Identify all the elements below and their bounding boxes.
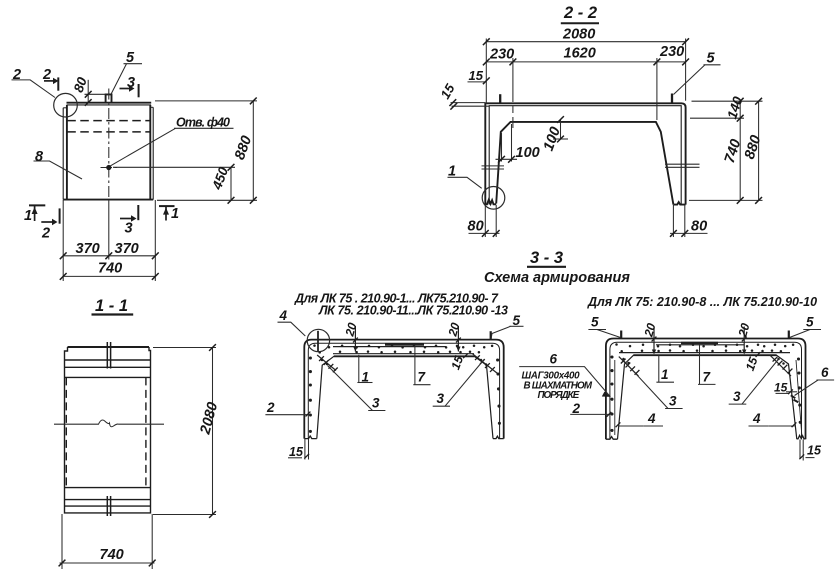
svg-text:8: 8 <box>35 149 44 165</box>
svg-text:5: 5 <box>126 50 135 66</box>
svg-text:4: 4 <box>752 411 761 426</box>
svg-text:3: 3 <box>372 396 380 411</box>
svg-text:Для ЛК 75: 210.90-8 ... ЛК 7: Для ЛК 75: 210.90-8 ... ЛК 75.210.90-10 <box>587 295 817 309</box>
svg-text:5: 5 <box>806 315 814 330</box>
svg-text:5: 5 <box>513 313 521 328</box>
svg-text:15: 15 <box>774 381 788 395</box>
svg-text:Отв. ф40: Отв. ф40 <box>176 116 230 130</box>
svg-text:880: 880 <box>742 133 765 161</box>
svg-text:3: 3 <box>669 394 677 409</box>
svg-text:230: 230 <box>489 47 514 63</box>
svg-text:6: 6 <box>821 365 829 380</box>
svg-text:20: 20 <box>342 321 359 339</box>
svg-text:80: 80 <box>468 219 484 235</box>
svg-text:20: 20 <box>641 321 658 339</box>
svg-text:Для ЛК 75 . 210.90-1... ЛК75.2: Для ЛК 75 . 210.90-1... ЛК75.210.90- 7 <box>294 292 499 306</box>
svg-text:15: 15 <box>743 355 761 373</box>
svg-text:7: 7 <box>703 370 712 385</box>
svg-text:740: 740 <box>722 137 745 165</box>
svg-text:2: 2 <box>41 226 50 242</box>
svg-text:1: 1 <box>24 208 32 224</box>
svg-text:3: 3 <box>125 221 133 237</box>
svg-text:2: 2 <box>266 400 275 415</box>
svg-text:2: 2 <box>12 67 21 83</box>
svg-text:1620: 1620 <box>564 46 596 62</box>
svg-text:1: 1 <box>448 164 456 180</box>
svg-text:ЛК 75. 210.90-11...ЛК 75.210.: ЛК 75. 210.90-11...ЛК 75.210.90 -13 <box>318 304 508 318</box>
svg-text:6: 6 <box>550 352 558 367</box>
svg-text:В ШАХМАТНОМ: В ШАХМАТНОМ <box>524 381 593 392</box>
svg-text:15: 15 <box>289 445 304 459</box>
svg-text:1 - 1: 1 - 1 <box>95 297 128 315</box>
svg-text:80: 80 <box>691 219 707 235</box>
svg-text:100: 100 <box>541 125 564 153</box>
svg-text:2: 2 <box>572 401 581 416</box>
svg-text:370: 370 <box>76 241 100 257</box>
svg-text:5: 5 <box>707 51 716 67</box>
svg-text:2 - 2: 2 - 2 <box>563 4 597 22</box>
svg-text:2080: 2080 <box>562 27 595 43</box>
svg-text:ШАГ300х400: ШАГ300х400 <box>522 371 581 382</box>
svg-text:1: 1 <box>661 367 669 382</box>
svg-text:370: 370 <box>115 241 139 257</box>
svg-text:7: 7 <box>418 370 427 385</box>
svg-text:740: 740 <box>100 547 124 563</box>
svg-text:4: 4 <box>279 308 288 323</box>
svg-text:100: 100 <box>516 145 540 161</box>
svg-text:15: 15 <box>807 444 822 458</box>
svg-text:Схема армирования: Схема армирования <box>484 270 630 286</box>
svg-text:15: 15 <box>448 354 466 372</box>
svg-text:5: 5 <box>591 315 599 330</box>
svg-text:880: 880 <box>232 134 255 162</box>
svg-text:2: 2 <box>42 67 51 83</box>
svg-text:4: 4 <box>647 411 656 426</box>
svg-text:3: 3 <box>733 389 741 404</box>
svg-text:740: 740 <box>98 261 122 277</box>
svg-text:3 - 3: 3 - 3 <box>530 249 563 267</box>
svg-text:ПОРЯДКЕ: ПОРЯДКЕ <box>538 390 580 401</box>
svg-text:140: 140 <box>724 94 745 121</box>
svg-text:1: 1 <box>171 206 179 222</box>
svg-text:20: 20 <box>445 321 462 339</box>
svg-text:3: 3 <box>437 391 445 406</box>
svg-text:230: 230 <box>659 44 684 60</box>
svg-text:20: 20 <box>735 321 752 339</box>
svg-text:1: 1 <box>362 370 370 385</box>
svg-text:80: 80 <box>71 75 90 95</box>
svg-text:3: 3 <box>127 75 135 91</box>
svg-text:15: 15 <box>469 68 484 83</box>
